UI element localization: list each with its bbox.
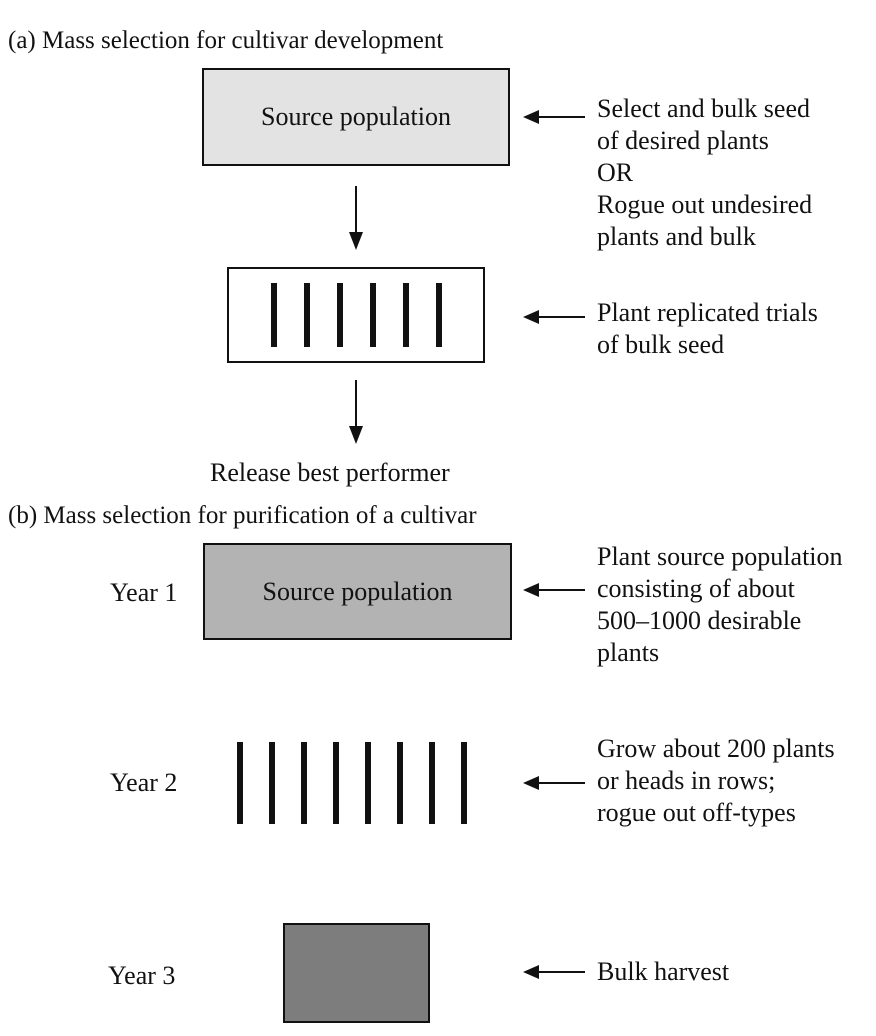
source-population-label-b: Source population <box>262 576 453 606</box>
plant-row-bar <box>461 742 467 824</box>
arrowhead-icon <box>349 232 363 250</box>
source-population-box-b: Source population <box>203 543 512 640</box>
year-2-label: Year 2 <box>110 768 178 797</box>
plant-row-bar <box>270 283 277 347</box>
arrowhead-icon <box>523 965 539 979</box>
plant-row-bar <box>303 283 310 347</box>
annotation-select-bulk: Select and bulk seed of desired plants O… <box>597 94 813 251</box>
plant-row-bar <box>336 283 343 347</box>
section-a-title: (a) Mass selection for cultivar developm… <box>8 27 444 54</box>
annotation-replicated-trials: Plant replicated trials of bulk seed <box>597 298 818 359</box>
arrow-left-trials-icon <box>523 310 585 324</box>
plant-row-bar <box>402 283 409 347</box>
year-3-label: Year 3 <box>108 961 176 990</box>
arrowhead-icon <box>349 426 363 444</box>
source-population-label-a: Source population <box>261 102 451 131</box>
arrowhead-icon <box>523 583 539 597</box>
arrow-down-2-icon <box>349 380 363 444</box>
arrow-line <box>355 186 357 232</box>
annotation-year1: Plant source population consisting of ab… <box>597 542 843 667</box>
plant-row-bar <box>369 283 376 347</box>
row-plantings-bars <box>237 742 467 824</box>
arrow-line <box>539 971 585 973</box>
arrow-line <box>355 380 357 426</box>
plant-row-bar <box>435 283 442 347</box>
arrow-line <box>539 116 585 118</box>
arrow-left-year2-icon <box>523 776 585 790</box>
arrow-line <box>539 316 585 318</box>
arrowhead-icon <box>523 776 539 790</box>
arrow-left-year1-icon <box>523 583 585 597</box>
arrowhead-icon <box>523 110 539 124</box>
plant-row-bar <box>397 742 403 824</box>
arrow-line <box>539 782 585 784</box>
year-1-label: Year 1 <box>110 578 178 607</box>
plant-row-bar <box>237 742 243 824</box>
plant-row-bar <box>301 742 307 824</box>
section-b-title: (b) Mass selection for purification of a… <box>8 502 477 529</box>
arrow-down-1-icon <box>349 186 363 250</box>
replicated-trials-box <box>227 267 485 363</box>
plant-row-bar <box>333 742 339 824</box>
source-population-box-a: Source population <box>202 68 510 166</box>
arrow-line <box>539 589 585 591</box>
arrow-left-year3-icon <box>523 965 585 979</box>
release-best-performer-label: Release best performer <box>210 458 450 487</box>
annotation-year3: Bulk harvest <box>597 957 730 986</box>
bulk-harvest-box <box>283 923 430 1023</box>
plant-row-bar <box>365 742 371 824</box>
arrow-left-select-icon <box>523 110 585 124</box>
arrowhead-icon <box>523 310 539 324</box>
plant-row-bar <box>429 742 435 824</box>
annotation-year2: Grow about 200 plants or heads in rows; … <box>597 734 835 827</box>
plant-row-bar <box>269 742 275 824</box>
